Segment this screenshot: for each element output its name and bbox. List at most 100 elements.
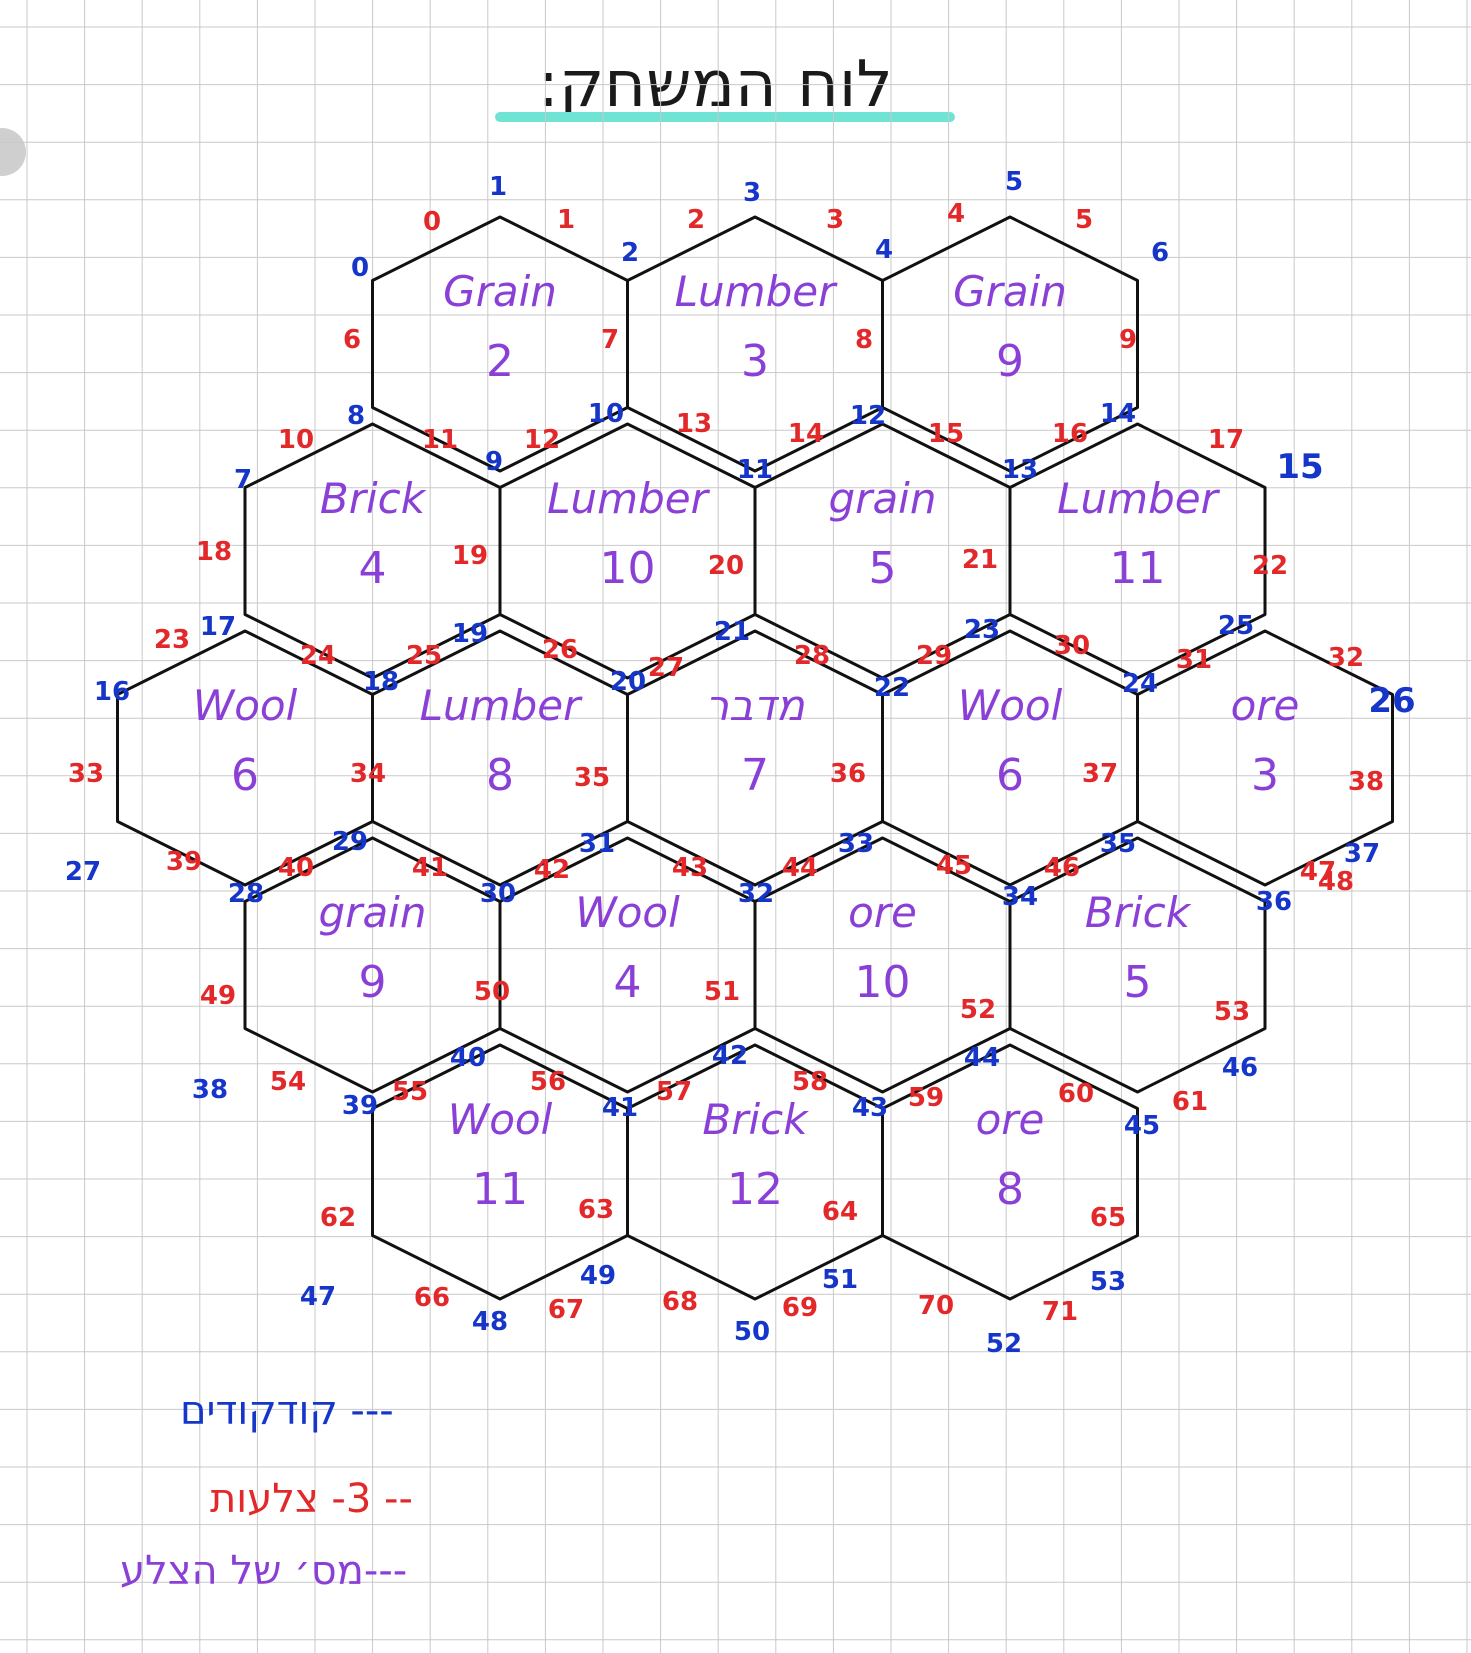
hex-tile: ore 3 xyxy=(1136,629,1394,887)
vertex-id: 16 xyxy=(94,677,130,707)
tile-resource: Wool xyxy=(448,1095,553,1144)
edge-id: 43 xyxy=(672,853,708,883)
vertex-id: 32 xyxy=(738,879,774,909)
tile-resource: Lumber xyxy=(1057,474,1220,523)
tile-number: 5 xyxy=(869,543,897,594)
vertex-id: 49 xyxy=(580,1261,616,1291)
vertex-id: 6 xyxy=(1151,238,1169,268)
edge-id: 48 xyxy=(1318,867,1354,897)
hex-outline xyxy=(881,1043,1139,1301)
vertex-id: 13 xyxy=(1002,455,1038,485)
edge-id: 4 xyxy=(947,199,965,229)
edge-id: 49 xyxy=(200,981,236,1011)
tile-resource: Grain xyxy=(953,267,1067,316)
vertex-id: 10 xyxy=(588,399,624,429)
tile-number: 11 xyxy=(472,1164,528,1215)
tile-resource: Wool xyxy=(575,888,680,937)
vertex-id: 17 xyxy=(200,612,236,642)
tile-number: 3 xyxy=(1251,750,1279,801)
tile-number: 2 xyxy=(486,336,514,387)
tile-number: 6 xyxy=(231,750,259,801)
edge-id: 11 xyxy=(422,425,458,455)
edge-id: 39 xyxy=(166,847,202,877)
tile-number: 4 xyxy=(359,543,387,594)
edge-id: 60 xyxy=(1058,1079,1094,1109)
vertex-id: 50 xyxy=(734,1317,770,1347)
hex-tiles: Grain2Lumber3Grain9Brick4Lumber10grain5L… xyxy=(116,215,1394,1301)
tile-number: 9 xyxy=(359,957,387,1008)
vertex-id: 3 xyxy=(743,178,761,208)
vertex-id: 53 xyxy=(1090,1267,1126,1297)
edge-id: 16 xyxy=(1052,419,1088,449)
vertex-id: 14 xyxy=(1100,399,1136,429)
edge-id: 70 xyxy=(918,1291,954,1321)
hex-tile: grain 9 xyxy=(243,836,502,1094)
edge-id: 10 xyxy=(278,425,314,455)
edge-id: 52 xyxy=(960,995,996,1025)
hex-outline xyxy=(1008,422,1267,680)
edge-id: 46 xyxy=(1044,853,1080,883)
edge-id: 44 xyxy=(782,853,818,883)
tile-number: 8 xyxy=(996,1164,1024,1215)
vertex-id: 4 xyxy=(875,235,893,265)
hex-outline xyxy=(1136,629,1394,887)
vertex-id: 19 xyxy=(452,619,488,649)
edge-id: 38 xyxy=(1348,767,1384,797)
edge-id: 5 xyxy=(1075,205,1093,235)
tile-resource: Wool xyxy=(958,681,1063,730)
vertex-id: 47 xyxy=(300,1282,336,1312)
edge-id: 56 xyxy=(530,1067,566,1097)
edge-id: 35 xyxy=(574,763,610,793)
edge-id: 19 xyxy=(452,541,488,571)
edge-id: 65 xyxy=(1090,1203,1126,1233)
tile-resource: ore xyxy=(1231,681,1300,730)
edge-id: 36 xyxy=(830,759,866,789)
vertex-id: 43 xyxy=(852,1093,888,1123)
vertex-id: 37 xyxy=(1344,839,1380,869)
tile-number: 5 xyxy=(1124,957,1152,1008)
edge-id: 58 xyxy=(792,1067,828,1097)
vertex-id: 33 xyxy=(838,829,874,859)
legend-row: -- 3- צלעות xyxy=(210,1476,413,1522)
tile-number: 10 xyxy=(600,543,656,594)
vertex-id: 38 xyxy=(192,1075,228,1105)
vertex-id: 7 xyxy=(234,465,252,495)
edge-id: 45 xyxy=(936,851,972,881)
edge-id: 61 xyxy=(1172,1087,1208,1117)
vertex-id: 44 xyxy=(964,1043,1000,1073)
vertex-id: 35 xyxy=(1100,829,1136,859)
tile-number: 7 xyxy=(741,750,769,801)
edge-id: 6 xyxy=(343,325,361,355)
edge-id: 69 xyxy=(782,1293,818,1323)
edge-id: 3 xyxy=(826,205,844,235)
tile-resource: grain xyxy=(319,888,427,937)
edge-id: 1 xyxy=(557,205,575,235)
tile-number: 11 xyxy=(1110,543,1166,594)
vertex-id: 30 xyxy=(480,879,516,909)
tile-resource: Lumber xyxy=(675,267,838,316)
hex-tile: Lumber 11 xyxy=(1008,422,1267,680)
tile-resource: מדבר xyxy=(705,681,806,730)
edge-id: 17 xyxy=(1208,425,1244,455)
vertex-id: 8 xyxy=(347,401,365,431)
edge-id: 15 xyxy=(928,419,964,449)
edge-id: 34 xyxy=(350,759,386,789)
edge-id: 21 xyxy=(962,545,998,575)
vertex-id: 42 xyxy=(712,1041,748,1071)
vertex-id: 9 xyxy=(485,447,503,477)
vertex-id: 51 xyxy=(822,1265,858,1295)
edge-id: 55 xyxy=(392,1077,428,1107)
vertex-id: 1 xyxy=(489,172,507,202)
vertex-id: 45 xyxy=(1124,1111,1160,1141)
vertex-id: 48 xyxy=(472,1307,508,1337)
vertex-id: 25 xyxy=(1218,611,1254,641)
edge-id: 20 xyxy=(708,551,744,581)
